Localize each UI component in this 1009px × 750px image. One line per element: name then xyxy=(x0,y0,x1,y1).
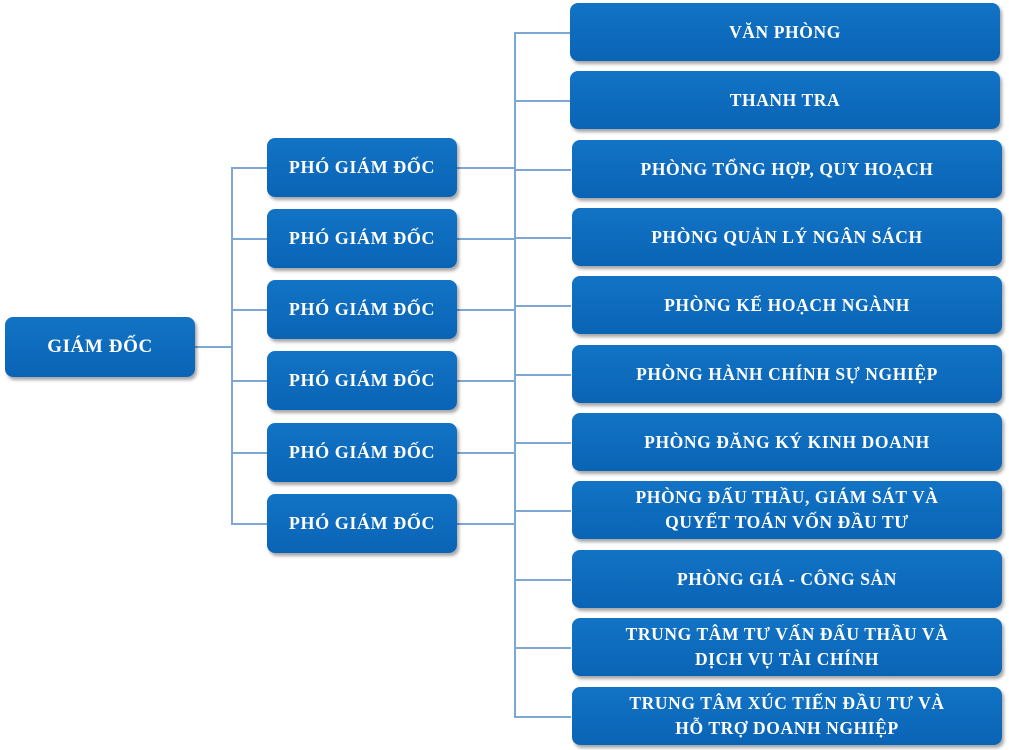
connector-department-branch xyxy=(514,510,571,512)
department-box: PHÒNG KẾ HOẠCH NGÀNH xyxy=(572,276,1002,334)
department-box: PHÒNG ĐẤU THẦU, GIÁM SÁT VÀ QUYẾT TOÁN V… xyxy=(572,481,1002,539)
department-box: THANH TRA xyxy=(570,71,1000,129)
connector-deputy-out xyxy=(457,523,515,525)
connector-department-branch xyxy=(514,32,571,34)
connector-director xyxy=(195,346,232,348)
connector-department-branch xyxy=(514,169,571,171)
department-box: TRUNG TÂM XÚC TIẾN ĐẦU TƯ VÀ HỖ TRỢ DOAN… xyxy=(572,687,1002,745)
connector-deputy-out xyxy=(457,238,515,240)
deputy-director-box: PHÓ GIÁM ĐỐC xyxy=(267,138,457,197)
connector-department-branch xyxy=(514,100,571,102)
department-box: PHÒNG TỔNG HỢP, QUY HOẠCH xyxy=(572,140,1002,198)
connector-deputy-out xyxy=(457,167,515,169)
connector-department-branch xyxy=(514,374,571,376)
director-box: GIÁM ĐỐC xyxy=(5,317,195,377)
connector-deputy-branch xyxy=(231,238,268,240)
deputy-director-box: PHÓ GIÁM ĐỐC xyxy=(267,209,457,268)
connector-deputy-branch xyxy=(231,167,268,169)
department-box: PHÒNG ĐĂNG KÝ KINH DOANH xyxy=(572,413,1002,471)
deputy-director-box: PHÓ GIÁM ĐỐC xyxy=(267,423,457,482)
connector-deputy-branch xyxy=(231,523,268,525)
connector-deputy-branch xyxy=(231,452,268,454)
connector-deputy-out xyxy=(457,309,515,311)
connector-deputy-branch xyxy=(231,380,268,382)
department-box: PHÒNG QUẢN LÝ NGÂN SÁCH xyxy=(572,208,1002,266)
deputy-director-box: PHÓ GIÁM ĐỐC xyxy=(267,351,457,410)
connector-deputy-branch xyxy=(231,309,268,311)
connector-department-branch xyxy=(514,305,571,307)
deputy-director-box: PHÓ GIÁM ĐỐC xyxy=(267,494,457,553)
connector-department-branch xyxy=(514,579,571,581)
deputy-director-box: PHÓ GIÁM ĐỐC xyxy=(267,280,457,339)
connector-department-branch xyxy=(514,442,571,444)
department-box: PHÒNG HÀNH CHÍNH SỰ NGHIỆP xyxy=(572,345,1002,403)
connector-deputy-out xyxy=(457,380,515,382)
connector-department-branch xyxy=(514,237,571,239)
department-box: TRUNG TÂM TƯ VẤN ĐẤU THẦU VÀ DỊCH VỤ TÀI… xyxy=(572,618,1002,676)
connector-department-branch xyxy=(514,647,571,649)
connector-department-branch xyxy=(514,716,571,718)
department-box: PHÒNG GIÁ - CÔNG SẢN xyxy=(572,550,1002,608)
department-box: VĂN PHÒNG xyxy=(570,3,1000,61)
connector-deputy-trunk xyxy=(231,167,233,524)
connector-deputy-out xyxy=(457,452,515,454)
